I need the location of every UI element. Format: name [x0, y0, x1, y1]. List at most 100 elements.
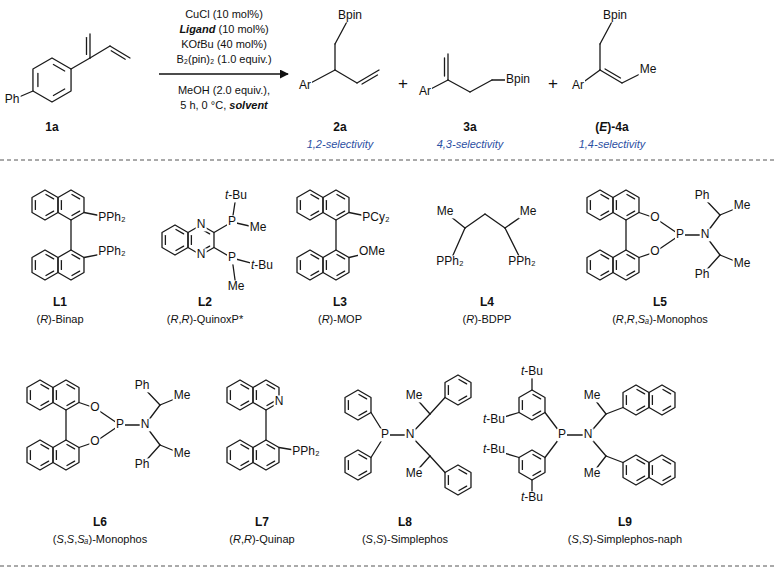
text-run: ( [595, 120, 599, 134]
structure-label: N [583, 428, 594, 441]
bond-line [430, 456, 445, 473]
bond-line [300, 201, 301, 210]
bond-line [335, 70, 357, 83]
bond-line [300, 261, 301, 270]
aromatic-ring [587, 250, 613, 280]
aromatic-ring [33, 58, 71, 102]
bond-line [459, 396, 467, 400]
bond-line [663, 389, 671, 393]
structure-label: P [227, 215, 237, 228]
bond-line [652, 396, 653, 405]
structure-label: (R)-Binap [35, 313, 84, 325]
text-run: ( [36, 313, 40, 325]
bond-line [70, 220, 71, 250]
aromatic-ring [519, 450, 545, 480]
bond-line [652, 466, 653, 475]
compound-label: Ar [418, 85, 432, 98]
aromatic-ring [53, 440, 79, 470]
bond-line [663, 476, 671, 480]
ligand-number: L9 [617, 516, 633, 529]
text-run: , [624, 313, 627, 325]
bond-line [67, 461, 75, 465]
bond-line [89, 34, 90, 58]
aromatic-ring [227, 440, 253, 470]
bond-line [241, 384, 249, 388]
compound-node: ArBpin3a4,3-selectivity [415, 0, 540, 152]
dashed-separator [0, 566, 774, 567]
bond-line [326, 261, 327, 270]
text-run: , [241, 533, 244, 545]
reaction-arrow [159, 73, 288, 74]
bond-line [601, 254, 609, 258]
structure-label: O [89, 435, 100, 448]
text-run: R [616, 313, 624, 325]
bond-line [46, 194, 54, 198]
bond-line [265, 410, 266, 440]
structure-label: PPh₂ [435, 255, 464, 268]
bond-line [256, 451, 257, 460]
bond-line [606, 456, 623, 463]
text-run: )-QuinoxP* [189, 313, 243, 325]
bond-line [626, 466, 627, 475]
bond-line [465, 214, 485, 228]
bond-line [627, 271, 635, 275]
bond-line [616, 261, 617, 270]
text-run: E [599, 120, 607, 134]
text-run: S [366, 533, 373, 545]
bond-line [35, 261, 36, 270]
bond-line [90, 46, 110, 58]
structure-label: O [89, 401, 100, 414]
bond-line [165, 236, 166, 245]
structure-label: Me [249, 221, 268, 234]
ligand-number: L2 [197, 296, 213, 309]
dashed-separator [0, 160, 774, 161]
bond-line [430, 398, 445, 415]
text-run: -Bu [486, 442, 505, 456]
compound-label: Me [639, 63, 658, 76]
condition-text: B₂(pin)₂ (1.0 equiv.) [175, 53, 272, 65]
ligand-number: L7 [254, 516, 270, 529]
bond-line [348, 461, 349, 470]
structure-label: N [274, 395, 285, 408]
aromatic-ring [32, 190, 58, 220]
bond-line [72, 194, 80, 198]
text-run: Ligand [179, 23, 215, 35]
bond-line [41, 401, 49, 405]
text-run: ( [167, 313, 171, 325]
structure-label: + [547, 75, 559, 94]
structure-label: (S,S)-Simplephos-naph [567, 533, 683, 545]
bond-line [533, 454, 541, 458]
bond-line [459, 486, 467, 490]
structure-label: (R,R,Sₐ)-Monophos [611, 313, 709, 325]
bond-line [176, 229, 184, 233]
bond-line [311, 271, 319, 275]
aromatic-ring [345, 450, 371, 480]
text-run: R [244, 533, 252, 545]
bond-line [191, 236, 192, 245]
bond-line [65, 410, 66, 440]
bond-line [67, 384, 75, 388]
bond-line [590, 201, 591, 210]
aromatic-ring [58, 250, 84, 280]
text-run: R [170, 313, 178, 325]
structure-label: t-Bu [224, 189, 248, 202]
structure-label: PPh₂ [97, 245, 126, 258]
text-run: -Bu [228, 188, 247, 202]
text-run: , [579, 533, 582, 545]
bond-line [326, 201, 327, 210]
compound-label: Bpin [505, 73, 531, 86]
structure-label: (R)-MOP [317, 313, 363, 325]
bond-line [30, 451, 31, 460]
compound-label: 2a [332, 121, 347, 134]
condition-text: CuCl (10 mol%) [184, 8, 264, 20]
text-run: t [251, 258, 254, 272]
aromatic-ring [32, 250, 58, 280]
text-run: R [466, 313, 474, 325]
aromatic-ring [613, 190, 639, 220]
condition-text: 5 h, 0 °C, solvent [179, 99, 269, 111]
bond-line [359, 411, 367, 415]
bond-line [599, 44, 600, 70]
structure-label: N [140, 418, 151, 431]
